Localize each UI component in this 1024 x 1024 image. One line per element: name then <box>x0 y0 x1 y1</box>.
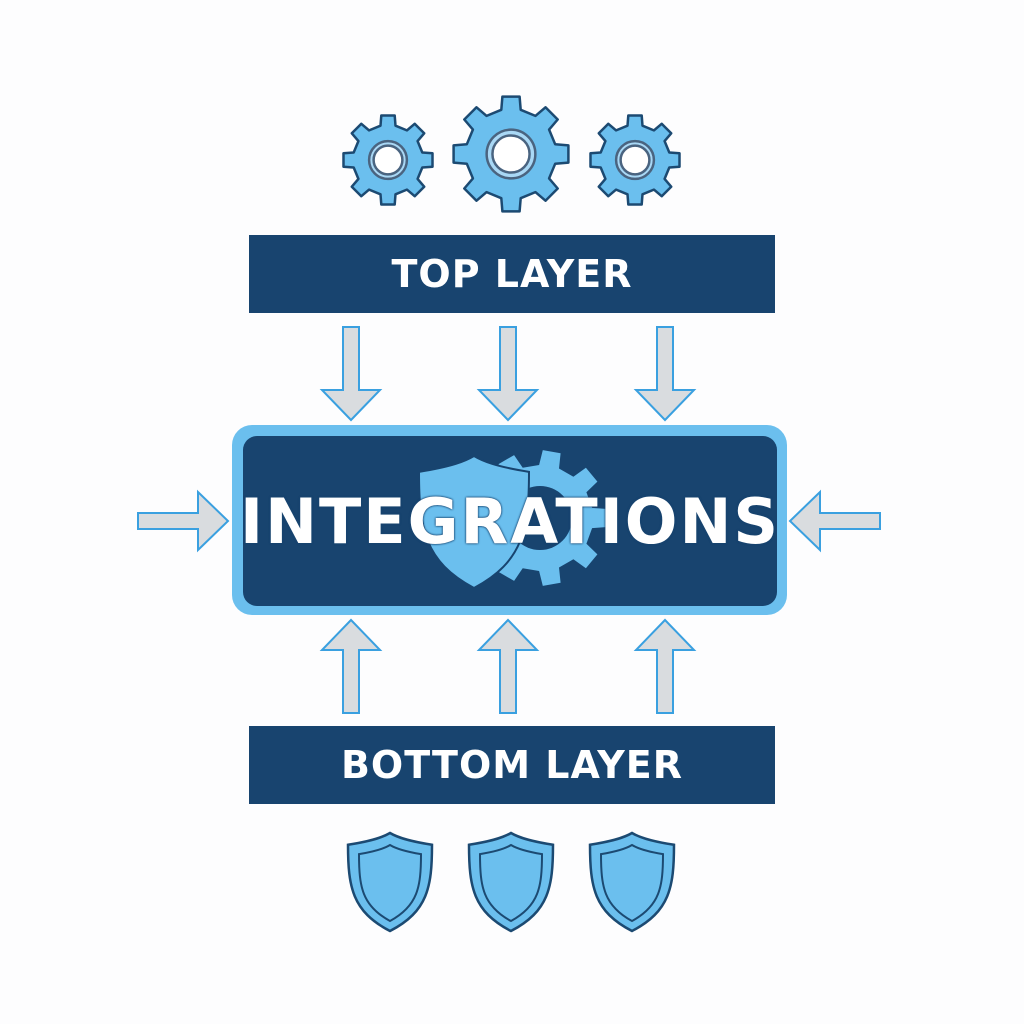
gear-icon <box>452 95 570 213</box>
top-layer-label: TOP LAYER <box>391 252 633 296</box>
arrows <box>137 326 881 714</box>
bottom-shields <box>346 831 676 933</box>
shield-icon <box>346 831 434 933</box>
shield-icon <box>417 454 531 590</box>
shield-icon <box>467 831 555 933</box>
top-layer-bar: TOP LAYER <box>249 235 775 313</box>
integrations-emblem <box>417 450 608 590</box>
gear-icon <box>589 114 681 206</box>
integrations-label: INTEGRATIONS <box>240 484 781 558</box>
arrow-down <box>319 326 383 422</box>
gear-icon <box>342 114 434 206</box>
bottom-layer-label: BOTTOM LAYER <box>340 743 684 787</box>
bottom-layer-bar: BOTTOM LAYER <box>249 726 775 804</box>
arrow-up <box>476 618 540 714</box>
arrow-left <box>788 489 881 553</box>
arrow-up <box>633 618 697 714</box>
top-gears <box>342 95 681 213</box>
arrow-right <box>137 489 230 553</box>
arrow-down <box>633 326 697 422</box>
arrow-down <box>476 326 540 422</box>
arrow-up <box>319 618 383 714</box>
shield-icon <box>588 831 676 933</box>
